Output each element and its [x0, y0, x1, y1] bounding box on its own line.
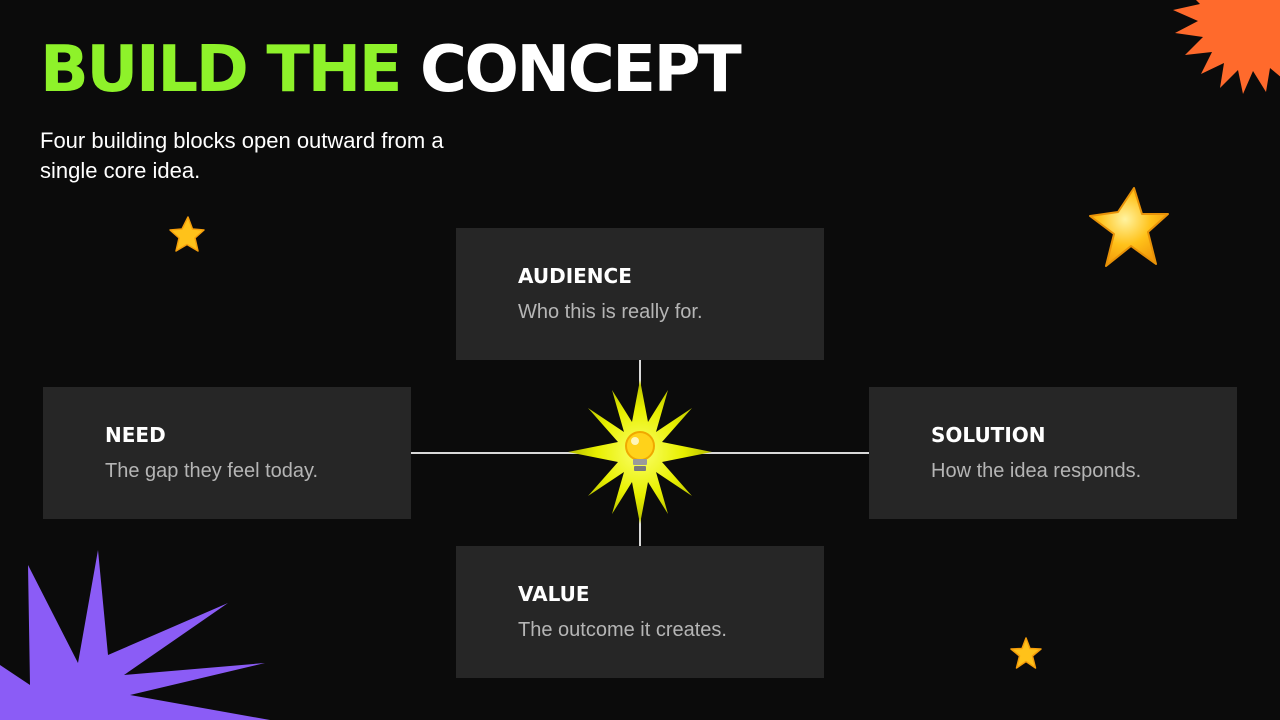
block-value: VALUE The outcome it creates.	[456, 546, 824, 678]
title-accent: BUILD THE	[40, 33, 402, 107]
block-description: Who this is really for.	[518, 301, 703, 323]
title-rest: CONCEPT	[400, 33, 742, 107]
block-description: The gap they feel today.	[105, 460, 319, 482]
block-audience: AUDIENCE Who this is really for.	[456, 228, 824, 360]
slide-subtitle: Four building blocks open outward from a…	[40, 128, 444, 183]
star-icon	[1010, 637, 1042, 669]
block-solution: SOLUTION How the idea responds.	[869, 387, 1237, 519]
block-title: VALUE	[518, 582, 590, 606]
block-need: NEED The gap they feel today.	[43, 387, 411, 519]
orange-burst-icon	[1173, 0, 1280, 94]
block-title: NEED	[105, 423, 166, 447]
purple-burst-icon	[0, 550, 270, 720]
block-title: AUDIENCE	[518, 264, 632, 288]
lightbulb-icon	[568, 380, 712, 524]
block-description: How the idea responds.	[931, 460, 1142, 482]
block-description: The outcome it creates.	[518, 619, 727, 641]
slide-title: BUILD THE CONCEPT	[40, 30, 742, 110]
star-icon	[169, 216, 205, 252]
block-title: SOLUTION	[931, 423, 1046, 447]
star-icon	[1089, 187, 1169, 267]
